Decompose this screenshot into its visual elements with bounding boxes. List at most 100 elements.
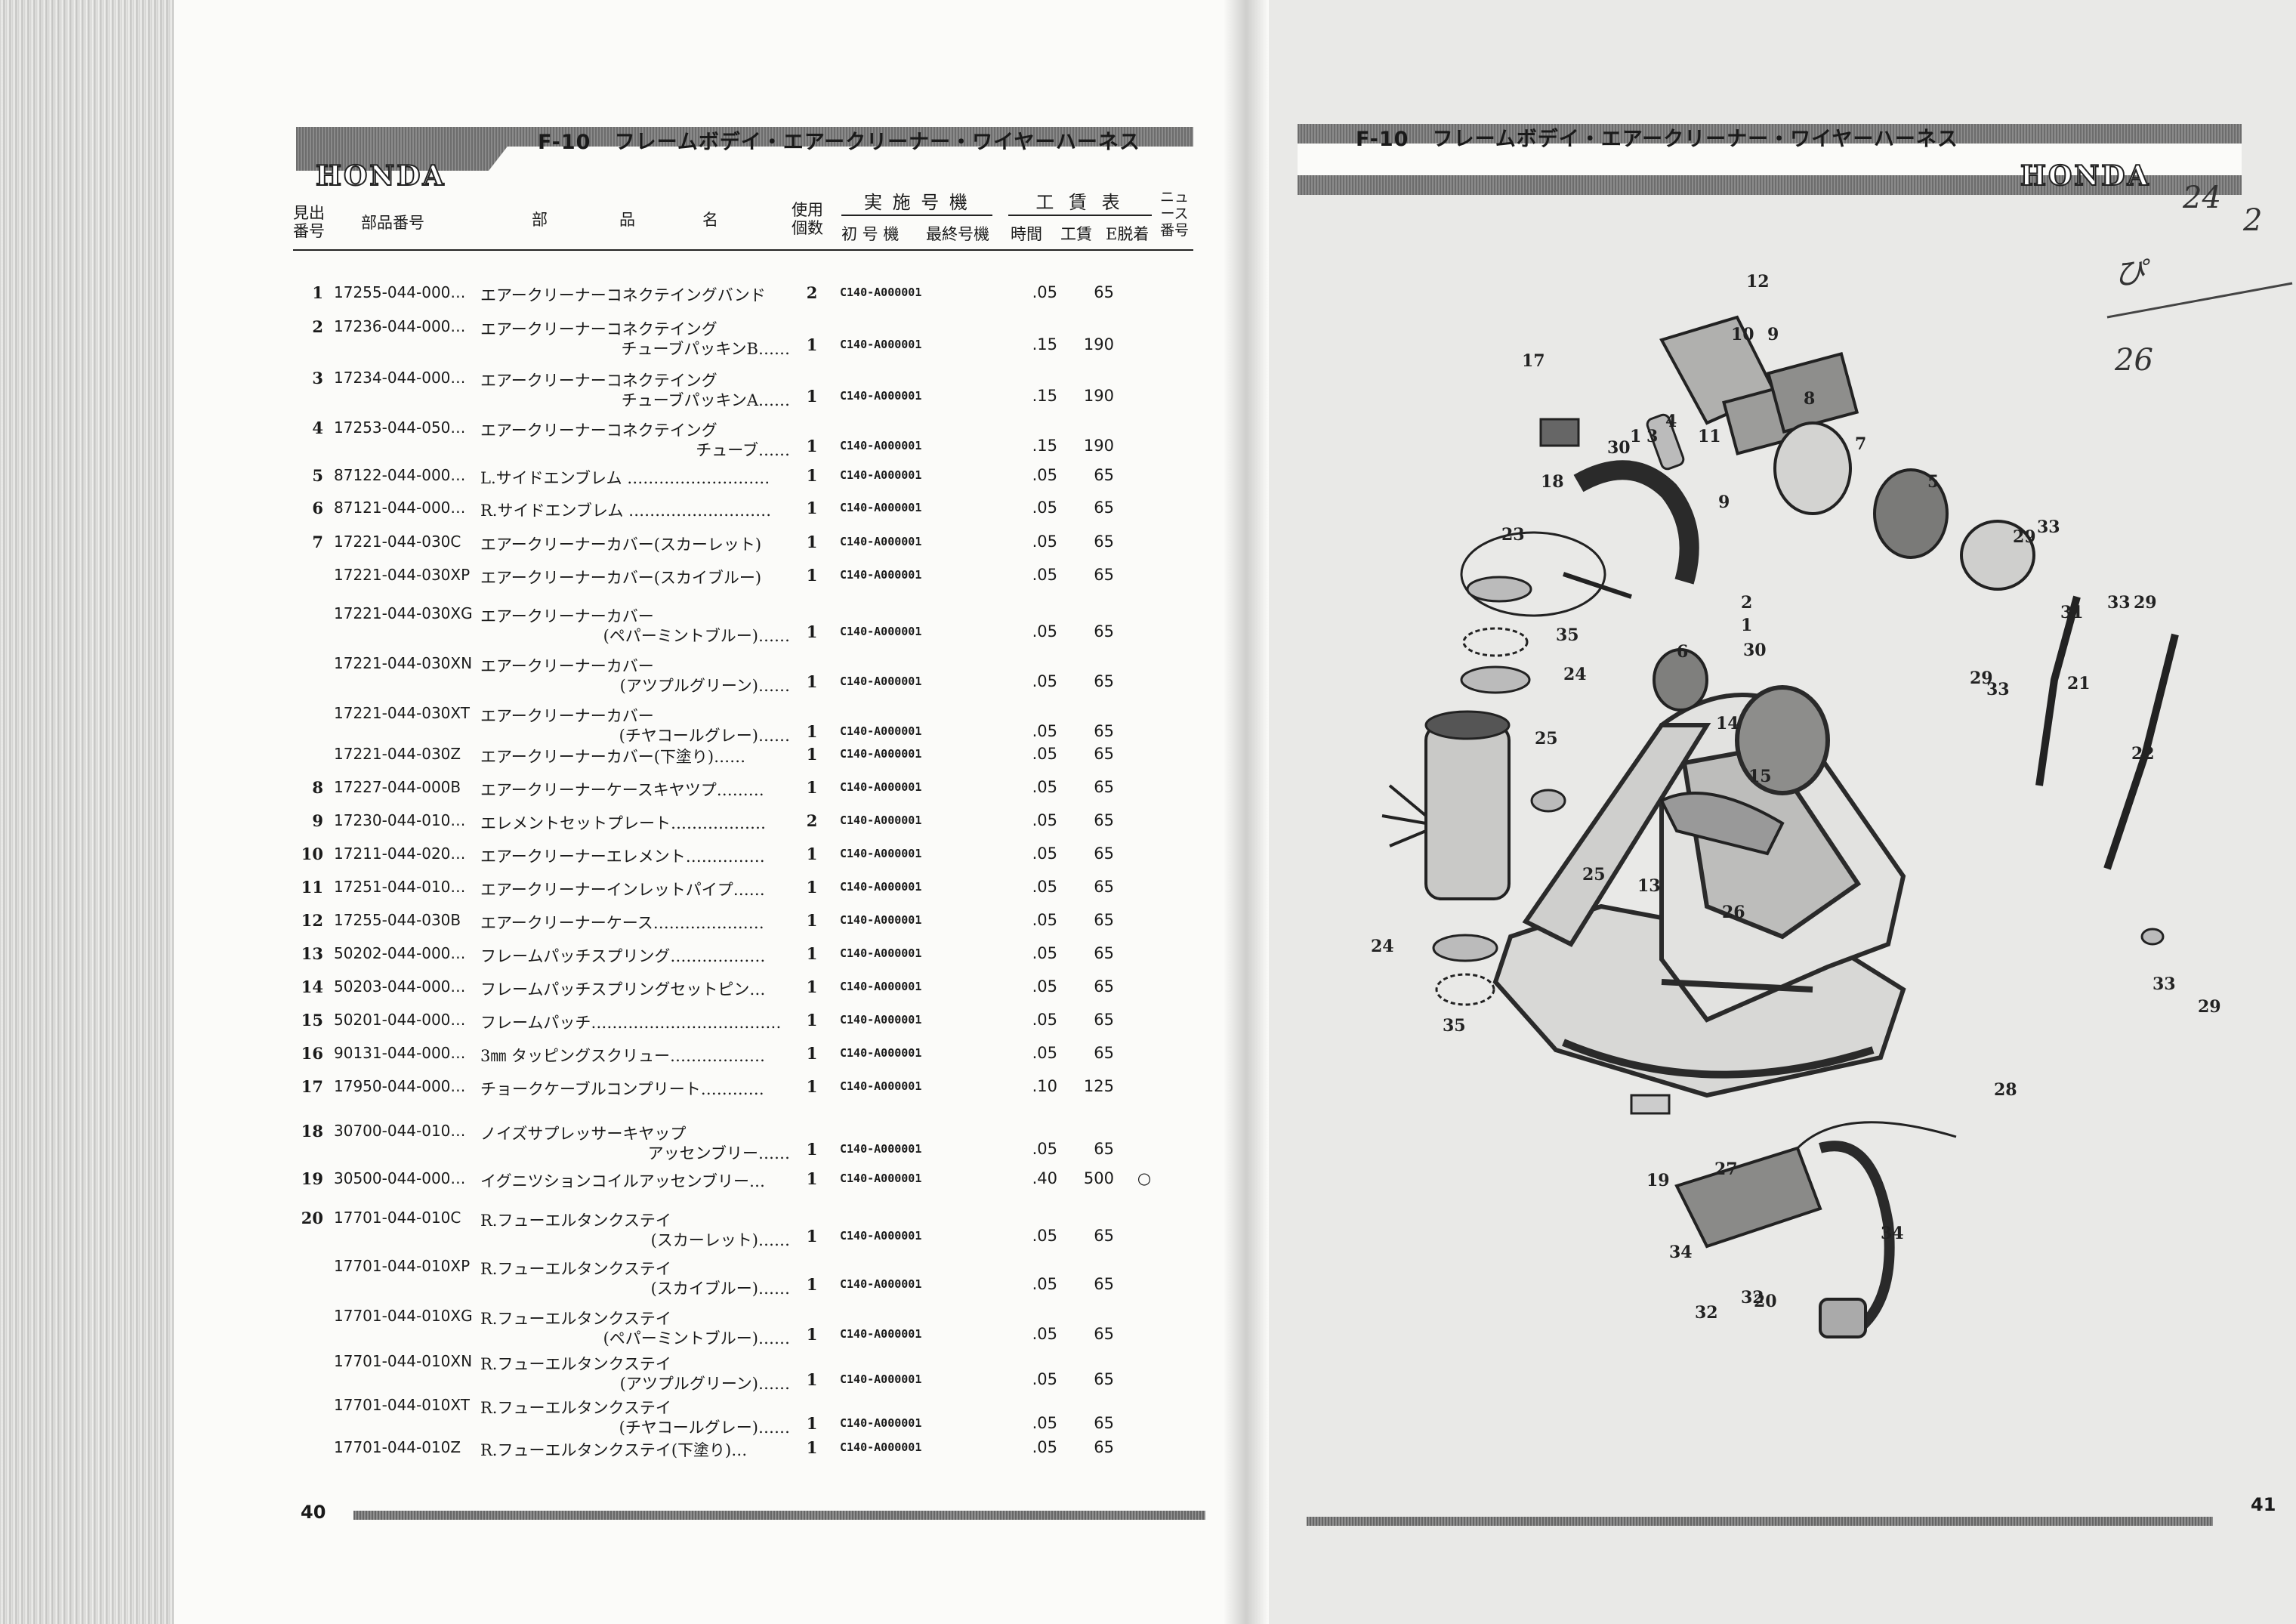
row-quantity: 1 xyxy=(806,499,818,517)
row-part-name: エアークリーナーカバー xyxy=(480,707,654,725)
row-first-serial: C140-A000001 xyxy=(840,1277,922,1291)
header-part-name-2: 品 xyxy=(619,211,635,229)
row-quantity: 1 xyxy=(806,1325,818,1344)
header-labor-group: 工 賃 表 xyxy=(1035,192,1125,213)
row-first-serial: C140-A000001 xyxy=(840,501,922,514)
callout-20: 21 xyxy=(2067,674,2091,693)
row-first-serial: C140-A000001 xyxy=(840,780,922,794)
section-title: フレームボデイ・エアークリーナー・ワイヤーハーネス xyxy=(614,131,1140,154)
air-cleaner-parts-illustration xyxy=(1573,315,2035,712)
row-labor-time: .15 xyxy=(1032,387,1057,405)
callout-21: 22 xyxy=(2131,744,2155,764)
handwritten-note-3: ぴ xyxy=(2115,256,2150,291)
row-quantity: 1 xyxy=(806,1140,818,1159)
row-ref-no: 4 xyxy=(312,418,323,437)
row-part-name: エアークリーナーカバー xyxy=(480,657,654,675)
honda-logo: HONDA xyxy=(315,159,446,193)
row-quantity: 1 xyxy=(806,977,818,996)
row-quantity: 1 xyxy=(806,1438,818,1457)
header-serial-group: 実 施 号 機 xyxy=(864,192,970,213)
row-first-serial: C140-A000001 xyxy=(840,1416,922,1430)
row-part-name: エアークリーナーコネクテイングバンド xyxy=(480,286,766,304)
section-code: F-10 xyxy=(538,131,591,154)
row-part-name: エアークリーナーコネクテイング xyxy=(480,320,718,338)
row-part-name: L.サイドエンブレム ……………………… xyxy=(480,469,770,487)
row-part-number: 87121-044-000… xyxy=(334,499,466,517)
header-bottom-rule xyxy=(293,249,1193,251)
row-part-name-cont: (ペパーミントブルー)…… xyxy=(603,1329,790,1348)
callout-32-a: 32 xyxy=(1695,1303,1718,1323)
choke-cable-illustration xyxy=(1460,418,1632,617)
row-quantity: 1 xyxy=(806,944,818,963)
row-quantity: 1 xyxy=(806,1077,818,1096)
row-part-name-cont: (ペパーミントブルー)…… xyxy=(603,627,790,645)
row-labor-time: .05 xyxy=(1032,466,1057,484)
row-labor-wage: 65 xyxy=(1094,878,1114,896)
row-part-number: 17221-044-030C xyxy=(334,533,461,551)
row-part-number: 17234-044-000… xyxy=(334,369,466,387)
row-quantity: 2 xyxy=(806,283,818,302)
right-page: F-10 フレームボデイ・エアークリーナー・ワイヤーハーネス HONDA 24 … xyxy=(1239,0,2296,1624)
row-first-serial: C140-A000001 xyxy=(840,1142,922,1156)
row-ref-no: 11 xyxy=(301,878,323,897)
row-quantity: 2 xyxy=(806,811,818,830)
callout-16: 17 xyxy=(1522,351,1545,371)
callout-15: 15 xyxy=(1748,767,1772,786)
row-first-serial: C140-A000001 xyxy=(840,625,922,638)
row-part-name-cont: (アツプルグリーン)…… xyxy=(619,677,790,695)
row-first-serial: C140-A000001 xyxy=(840,468,922,482)
row-quantity: 1 xyxy=(806,387,818,406)
row-part-name: R.フューエルタンクステイ xyxy=(480,1310,671,1328)
row-quantity: 1 xyxy=(806,566,818,585)
row-first-serial: C140-A000001 xyxy=(840,1229,922,1243)
row-part-number: 17227-044-000B xyxy=(334,778,461,796)
row-labor-wage: 65 xyxy=(1094,1275,1114,1293)
callout-25-a: 25 xyxy=(1535,729,1558,749)
row-quantity: 1 xyxy=(806,745,818,764)
row-quantity: 1 xyxy=(806,1169,818,1188)
row-first-serial: C140-A000001 xyxy=(840,1440,922,1454)
row-part-name: エアークリーナーカバー(スカイブルー) xyxy=(480,569,762,587)
row-labor-wage: 65 xyxy=(1094,844,1114,863)
row-part-number: 17701-044-010XG xyxy=(334,1307,473,1325)
row-first-serial: C140-A000001 xyxy=(840,1046,922,1060)
row-first-serial: C140-A000001 xyxy=(840,946,922,960)
row-part-name: エレメントセットプレート……………… xyxy=(480,814,766,832)
row-quantity: 1 xyxy=(806,1370,818,1389)
frame-body-illustration xyxy=(1492,685,1906,1098)
row-part-number: 17255-044-030B xyxy=(334,911,461,929)
row-labor-wage: 190 xyxy=(1083,387,1114,405)
row-quantity: 1 xyxy=(806,878,818,897)
row-quantity: 1 xyxy=(806,672,818,691)
row-part-name: フレームパッチスプリング……………… xyxy=(480,947,766,965)
section-heading-right: F-10 フレームボデイ・エアークリーナー・ワイヤーハーネス xyxy=(1356,122,1958,152)
row-part-name: エアークリーナーカバー(下塗り)…… xyxy=(480,748,746,766)
row-ref-no: 18 xyxy=(301,1122,323,1141)
header-gap-right xyxy=(1298,144,2242,175)
row-quantity: 1 xyxy=(806,533,818,551)
callout-32-b: 32 xyxy=(1741,1288,1764,1308)
callout-28: 28 xyxy=(1994,1080,2017,1100)
row-part-number: 17230-044-010… xyxy=(334,811,466,829)
callout-7: 7 xyxy=(1855,434,1866,454)
row-labor-time: .05 xyxy=(1032,1227,1057,1245)
header-serial-rule xyxy=(841,215,992,216)
frame-patch-illustration xyxy=(1630,792,1785,1115)
row-part-number: 17255-044-000… xyxy=(334,283,466,301)
row-ref-no: 1 xyxy=(312,283,323,302)
header-labor-wage: 工賃 xyxy=(1060,225,1092,243)
row-labor-time: .05 xyxy=(1032,499,1057,517)
handwritten-note-2: 2 xyxy=(2242,203,2262,238)
row-part-number: 17701-044-010XP xyxy=(334,1257,471,1275)
row-ref-no: 19 xyxy=(301,1169,323,1188)
callout-8: 8 xyxy=(1804,389,1815,409)
row-part-name: イグニツションコイルアッセンブリー… xyxy=(480,1172,765,1190)
